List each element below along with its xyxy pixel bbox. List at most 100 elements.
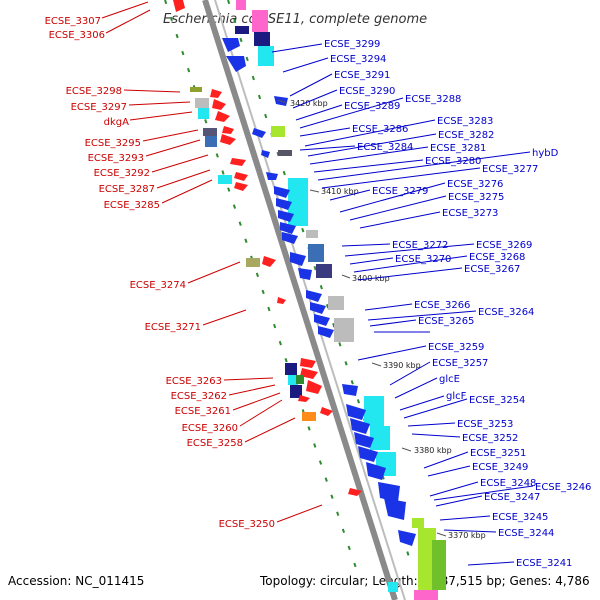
gene-reverse [350,418,370,434]
accession-label: Accession: NC_011415 [8,574,144,588]
gene-label: ECSE_3248 [480,478,536,489]
genome-backbone [202,0,398,600]
leader-line [105,9,151,34]
reverse-genes [222,0,446,600]
gene-reverse [384,498,406,520]
gene-label: ECSE_3275 [448,192,504,203]
gene-label: ECSE_3274 [130,280,186,291]
leader-line [244,417,296,443]
gene-forward [212,99,226,110]
gene-forward [215,111,230,122]
gene-navy [316,264,332,278]
gene-label: ECSE_3293 [88,153,144,164]
gene-olive [190,87,202,92]
gene-steelblue [308,244,324,262]
leader-line [239,399,283,427]
leader-line [289,73,333,97]
gene-label: ECSE_3282 [438,130,494,141]
gene-navy [235,26,249,34]
gene-label: ECSE_3268 [469,252,525,263]
gene-label: ECSE_3263 [166,376,222,387]
gene-reverse [342,384,358,396]
gene-label: ECSE_3288 [405,94,461,105]
gene-navy [285,363,297,375]
forward-genes [173,0,362,496]
gene-cyan [364,396,384,426]
gene-label: ECSE_3259 [428,342,484,353]
leader-line [389,361,431,386]
gene-reverse [318,326,334,338]
leader-line [359,211,441,229]
right-gene-labels: ECSE_3299 ECSE_3294 ECSE_3291 ECSE_3290 … [324,39,591,569]
gene-label: ECSE_3245 [492,512,548,523]
leader-line [439,515,491,521]
gene-forward [234,172,248,181]
leader-line [187,261,241,284]
gene-forward [222,126,234,134]
leader-line [353,255,468,273]
leader-line [128,101,191,106]
leader-line [299,127,351,137]
gene-label: ECSE_3270 [395,254,451,265]
gene-label: ECSE_3292 [94,168,150,179]
gene-cyan [218,175,232,184]
left-leader-lines [101,1,323,523]
gene-cyan [370,426,390,450]
gene-label: ECSE_3241 [516,558,572,569]
leader-line [394,377,438,399]
gene-cyan [388,582,398,592]
leader-line [443,529,497,533]
gene-label: ECSE_3266 [414,300,470,311]
gene-navy [254,32,270,46]
leader-line [427,465,471,477]
leader-line [339,182,446,213]
gene-reverse [298,268,312,280]
gene-reverse [398,530,416,546]
leader-line [435,495,483,507]
leader-line [317,151,531,181]
gene-label: ECSE_3284 [357,142,413,153]
gene-khaki [246,258,260,267]
gene-reverse [358,446,378,462]
gene-label: ECSE_3291 [334,70,390,81]
right-leader-lines [271,43,534,566]
gene-label: ECSE_3276 [447,179,503,190]
leader-line [357,267,463,281]
gene-label: ECSE_3257 [432,358,488,369]
leader-line [407,422,456,427]
gene-gray [334,318,354,342]
gene-label: ECSE_3286 [352,124,408,135]
gene-reverse [306,290,322,302]
gene-label: ECSE_3306 [49,30,105,41]
gene-label: ECSE_3297 [71,102,127,113]
gene-forward [230,158,246,166]
gene-reverse [252,128,266,138]
scale-tick [277,99,288,104]
gene-label: ECSE_3290 [339,86,395,97]
gene-label: ECSE_3246 [535,482,591,493]
gene-gray [306,230,318,238]
gene-darkgray [203,128,217,136]
leader-line [313,159,424,173]
leader-line [403,398,468,419]
gene-label: ECSE_3261 [175,406,231,417]
scale-label: 3410 kbp [321,187,359,196]
gene-reverse [274,186,290,198]
leader-line [307,133,437,157]
gene-reverse [378,482,400,502]
gene-forward [320,407,333,416]
gene-label: ECSE_3260 [182,423,238,434]
gene-reverse [222,38,240,52]
scale-label: 3380 kbp [414,446,452,455]
gene-reverse [266,172,278,180]
gene-pink [252,10,268,32]
leader-line [129,111,193,121]
gene-forward [173,0,185,12]
gene-label: ECSE_3264 [478,307,534,318]
gene-orange [302,412,316,421]
gene-navy [290,385,302,398]
gene-forward [348,488,362,496]
gene-label: ECSE_3250 [219,519,275,530]
gene-label: ECSE_3277 [482,164,538,175]
